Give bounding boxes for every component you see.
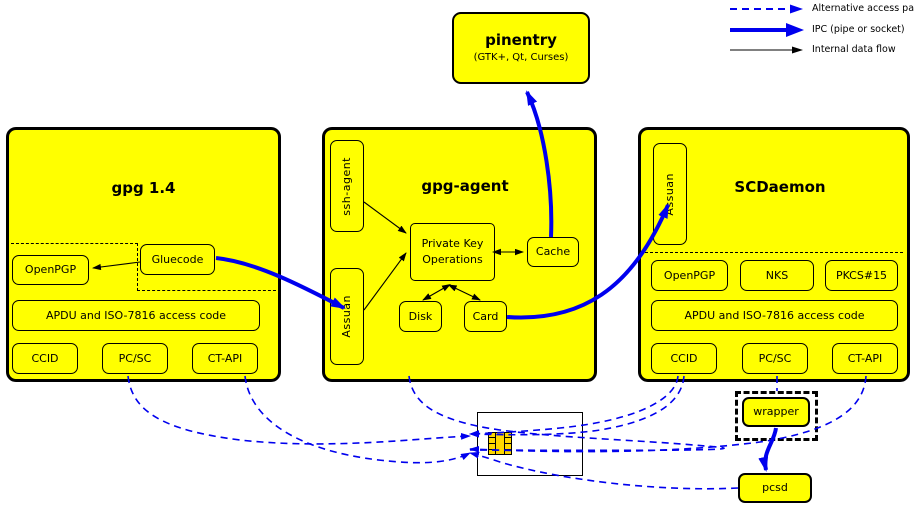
agent-pko-label-line1: Private Key [421,237,484,251]
scd-openpgp-box[interactable]: OpenPGP [651,260,728,291]
agent-ssh-agent-box[interactable]: ssh-agent [330,140,364,232]
legend-label-alternative-access-paths: Alternative access paths [812,3,914,14]
scd-openpgp-label: OpenPGP [663,268,716,282]
panel-gpg14-title: gpg 1.4 [111,179,176,197]
agent-disk-box[interactable]: Disk [399,301,442,332]
gpg-ccid-box[interactable]: CCID [12,343,78,374]
gpg-ctapi-label: CT-API [207,351,243,365]
agent-ssh-agent-label: ssh-agent [340,156,354,216]
legend-label-internal-data-flow: Internal data flow [812,44,896,55]
dashed-gpg-lower-to-smartcard [244,375,471,464]
legend-internal-arrowhead [792,46,803,54]
agent-disk-label: Disk [408,309,433,323]
gpg-openpgp-box[interactable]: OpenPGP [12,255,89,285]
scd-nks-box[interactable]: NKS [740,260,814,291]
wrapper-label: wrapper [753,405,799,419]
gpg-ccid-label: CCID [31,351,59,365]
agent-cache-box[interactable]: Cache [527,237,579,267]
scd-ccid-box[interactable]: CCID [651,343,717,374]
gpg-pcsc-box[interactable]: PC/SC [102,343,168,374]
pinentry-title: pinentry [485,31,557,50]
gpg-openpgp-label: OpenPGP [24,263,77,277]
agent-card-label: Card [472,309,499,323]
scd-assuan-label: Assuan [663,172,677,216]
pcsd-label: pcsd [762,481,788,495]
wrapper-box[interactable]: wrapper [742,397,810,427]
scd-ccid-label: CCID [670,351,698,365]
legend-ipc-arrowhead [786,23,804,37]
agent-cache-label: Cache [535,245,571,259]
pinentry-box[interactable]: pinentry (GTK+, Qt, Curses) [452,12,590,84]
smartcard-chip-icon [488,432,512,455]
smartcard[interactable] [477,412,583,476]
scd-nks-label: NKS [765,268,789,282]
scd-pcsc-box[interactable]: PC/SC [742,343,808,374]
agent-assuan-box[interactable]: Assuan [330,268,364,365]
scd-ctapi-label: CT-API [847,351,883,365]
agent-assuan-label: Assuan [340,295,354,338]
scd-ctapi-box[interactable]: CT-API [832,343,898,374]
panel-scdaemon-title: SCDaemon [734,178,826,196]
scd-pkcs15-label: PKCS#15 [835,268,888,282]
scd-dashed-separator [645,252,903,253]
scd-apdu-box[interactable]: APDU and ISO-7816 access code [651,300,898,331]
dashed-gpg-ccid-to-smartcard [127,375,471,445]
panel-gpg-agent-title: gpg-agent [421,177,509,195]
scd-pkcs15-box[interactable]: PKCS#15 [825,260,898,291]
pcsd-box[interactable]: pcsd [738,473,812,503]
agent-private-key-operations-box[interactable]: Private Key Operations [410,223,495,281]
gpg-pcsc-label: PC/SC [118,351,152,365]
legend-dashed-arrowhead [790,4,803,14]
gpg-apdu-box[interactable]: APDU and ISO-7816 access code [12,300,260,331]
gpg-gluecode-label: Gluecode [151,252,204,266]
scd-apdu-label: APDU and ISO-7816 access code [684,308,865,322]
legend-label-ipc: IPC (pipe or socket) [812,24,905,35]
gpg-gluecode-box[interactable]: Gluecode [140,244,215,275]
scd-assuan-box[interactable]: Assuan [653,143,687,245]
agent-card-box[interactable]: Card [464,301,507,332]
gpg-ctapi-box[interactable]: CT-API [192,343,258,374]
gpg-apdu-label: APDU and ISO-7816 access code [45,308,227,322]
agent-pko-label-line2: Operations [422,253,483,266]
scd-pcsc-label: PC/SC [758,351,792,365]
pinentry-subtitle: (GTK+, Qt, Curses) [473,52,569,64]
gpg-dashed-region-right [137,290,281,292]
